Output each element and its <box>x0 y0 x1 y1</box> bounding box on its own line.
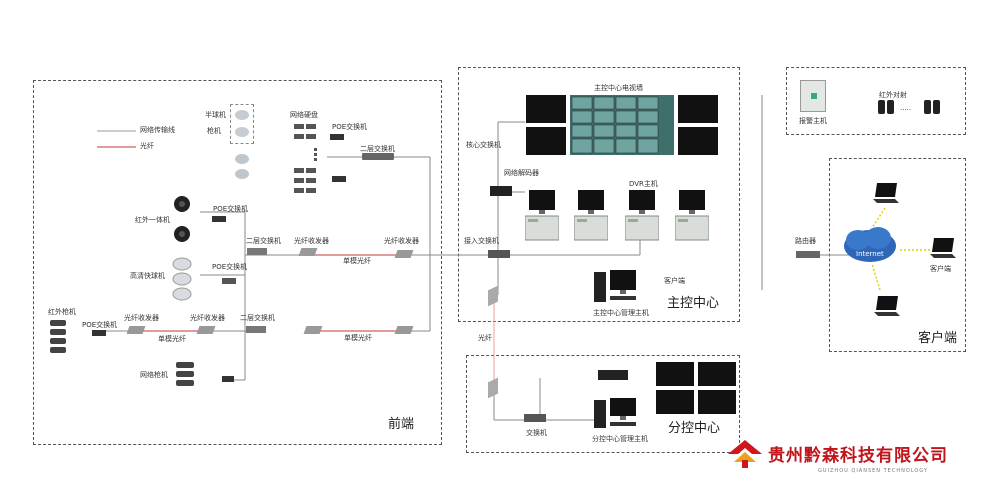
fiber-rx-1-label: 光纤收发器 <box>384 237 419 245</box>
router-icon <box>796 251 820 258</box>
sub-switch-label: 交换机 <box>526 429 547 437</box>
infrared-gun-label: 红外枪机 <box>48 308 76 316</box>
poe-switch-1-label: POE交换机 <box>332 123 368 131</box>
alarm-host-label: 报警主机 <box>799 117 827 125</box>
internet-label: Internet <box>856 250 884 258</box>
sub-workstation-label: 分控中心管理主机 <box>592 435 648 443</box>
layer2-switch-3-icon <box>246 326 266 333</box>
main-workstation-icon <box>594 270 638 310</box>
poe-switch-2-label: POE交换机 <box>213 205 249 213</box>
dvr-host-label: DVR主机 <box>629 180 658 188</box>
core-switch-label: 核心交换机 <box>466 141 501 149</box>
infrared-dome-label: 红外一体机 <box>135 216 170 224</box>
front-end-title: 前端 <box>388 417 415 432</box>
legend-fiber-label: 光纤 <box>140 142 154 150</box>
main-control-title: 主控中心 <box>667 296 720 311</box>
poe-switch-4-icon <box>92 330 106 336</box>
alarm-host-icon <box>800 80 826 112</box>
fiber-rx-2-icon <box>196 326 216 334</box>
infrared-gun-camera-icon <box>48 318 72 358</box>
layer2-switch-1-icon <box>362 153 394 160</box>
main-workstation-label: 主控中心管理主机 <box>593 309 649 317</box>
brand-logo-icon <box>728 440 762 474</box>
network-cam-icon <box>174 360 202 396</box>
fiber-tx-2-label: 光纤收发器 <box>124 314 159 322</box>
halfdome-label: 半球机 <box>205 111 226 119</box>
alarm-detector-icon: ..... <box>878 100 942 120</box>
nvr-label: 网络硬盘 <box>290 111 318 119</box>
decoder-label: 网络解码器 <box>504 169 539 177</box>
layer2-switch-2-icon <box>247 248 267 255</box>
sub-control-title: 分控中心 <box>668 421 721 436</box>
sub-recorder-icon <box>598 370 628 380</box>
sub-fiber-label: 光纤 <box>478 334 492 342</box>
client-laptop-label: 客户端 <box>930 265 951 273</box>
poe-switch-4-label: POE交换机 <box>82 321 118 329</box>
network-cam-switch-icon <box>222 376 234 382</box>
halfdome-camera-icon <box>230 104 254 144</box>
fiber-tx-2-icon <box>126 326 146 334</box>
single-fiber-3-label: 单模光纤 <box>344 334 372 342</box>
front-end-region <box>33 80 442 445</box>
client-region-title: 客户端 <box>918 331 958 346</box>
infrared-dome-camera-icon <box>170 194 194 252</box>
video-wall-label: 主控中心电视墙 <box>594 84 643 92</box>
access-switch-icon <box>488 250 510 258</box>
client-laptop-bottom-icon <box>874 296 900 322</box>
dvr-workstation-4-icon <box>674 190 710 246</box>
alarm-region <box>786 67 966 135</box>
brand-subtitle: GUIZHOU QIANSEN TECHNOLOGY <box>818 468 928 474</box>
sub-workstation-icon <box>594 398 638 436</box>
high-speed-dome-camera-icon <box>170 256 194 306</box>
network-cam-label: 网络枪机 <box>140 371 168 379</box>
gun-label: 枪机 <box>207 127 221 135</box>
main-control-region <box>458 67 740 322</box>
client-laptop-right-icon <box>930 238 956 264</box>
poe-switch-3-label: POE交换机 <box>212 263 248 271</box>
fiber-rx-1-icon <box>394 250 414 258</box>
decoder-icon <box>490 186 512 196</box>
video-wall-icon <box>526 95 720 161</box>
client-laptop-top-icon <box>873 183 899 209</box>
router-label: 路由器 <box>795 237 816 245</box>
fiber-tx-3-icon <box>303 326 323 334</box>
poe-switch-1-icon <box>330 134 344 140</box>
high-speed-dome-label: 高清快球机 <box>130 272 165 280</box>
alarm-detector-label: 红外对射 <box>879 91 907 99</box>
poe-switch-3-icon <box>222 278 236 284</box>
nvr-camera-stack-icon <box>294 122 334 198</box>
poe-switch-2-icon <box>212 216 226 222</box>
dvr-workstation-1-icon <box>524 190 560 246</box>
sub-video-wall-icon <box>656 362 736 418</box>
layer2-switch-1-label: 二层交换机 <box>360 145 395 153</box>
single-fiber-2-label: 单模光纤 <box>158 335 186 343</box>
single-fiber-1-label: 单模光纤 <box>343 257 371 265</box>
internet-cloud-icon <box>840 222 900 270</box>
client-pc-label: 客户端 <box>664 277 685 285</box>
layer2-switch-3-label: 二层交换机 <box>240 314 275 322</box>
fiber-tx-1-label: 光纤收发器 <box>294 237 329 245</box>
svg-text:.....: ..... <box>900 104 911 112</box>
dome-camera-icon <box>232 152 252 186</box>
dvr-workstation-3-icon <box>624 190 660 246</box>
fiber-rx-3-icon <box>394 326 414 334</box>
layer2-switch-2-label: 二层交换机 <box>246 237 281 245</box>
fiber-rx-2-label: 光纤收发器 <box>190 314 225 322</box>
sub-control-region <box>466 355 740 453</box>
poe-switch-1b-icon <box>332 176 346 182</box>
access-switch-label: 接入交换机 <box>464 237 499 245</box>
fiber-tx-1-icon <box>298 248 318 256</box>
legend-network-label: 网络传输线 <box>140 126 175 134</box>
dvr-workstation-2-icon <box>573 190 609 246</box>
brand-name: 贵州黔森科技有限公司 <box>768 446 948 466</box>
sub-switch-icon <box>524 414 546 422</box>
